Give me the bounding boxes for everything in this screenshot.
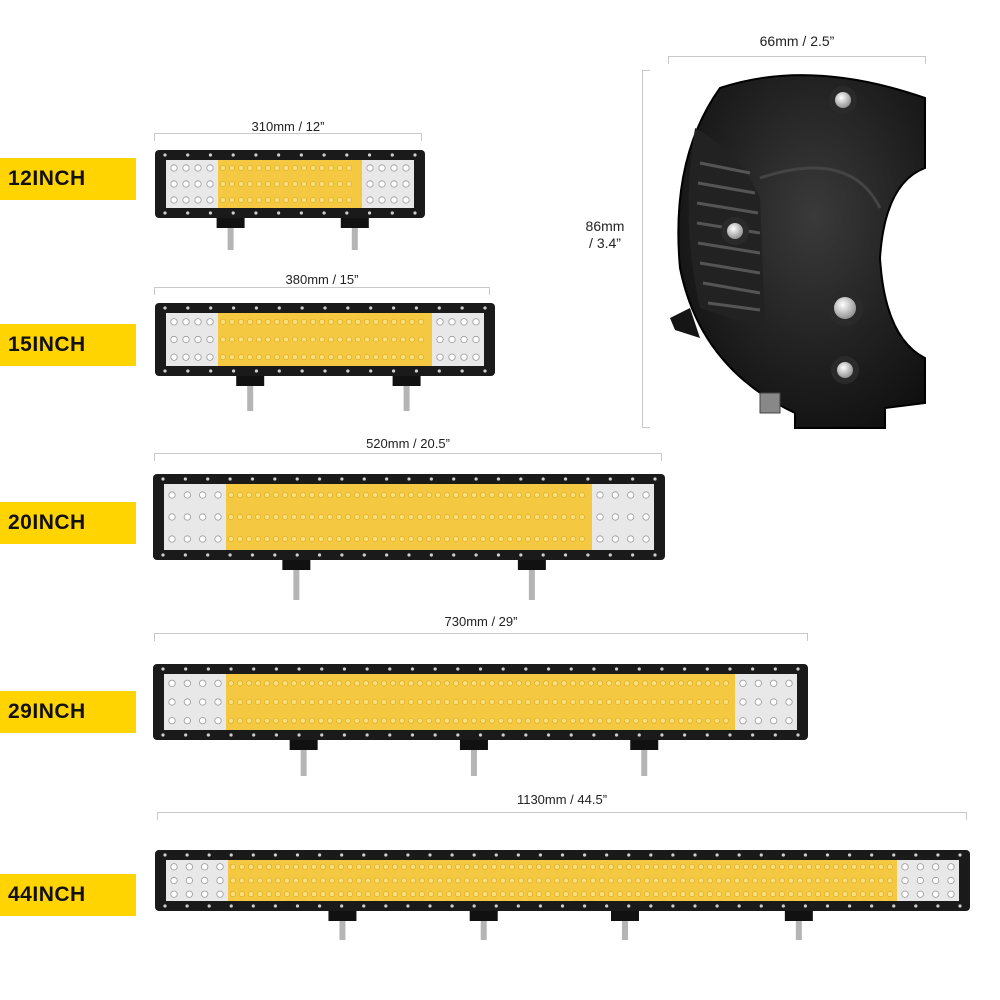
mount-bolt <box>528 570 535 600</box>
side-height-mm: 86mm <box>585 218 625 234</box>
side-height-label: 86mm / 3.4” <box>570 218 640 252</box>
dimension-label-20inch: 520mm / 20.5” <box>366 436 450 451</box>
side-width-line <box>668 56 926 64</box>
dimension-label-44inch: 1130mm / 44.5” <box>516 792 608 807</box>
dimension-line-15inch <box>154 287 490 295</box>
mount-bolt <box>621 921 628 940</box>
size-tag-20inch: 20INCH <box>0 502 136 544</box>
light-bar-12inch <box>155 150 425 250</box>
size-tag-44inch: 44INCH <box>0 874 136 916</box>
mount-bolt <box>403 386 410 411</box>
dimension-line-29inch <box>154 633 808 641</box>
light-bar-29inch <box>153 664 808 776</box>
size-tag-12inch: 12INCH <box>0 158 136 200</box>
side-height-line <box>642 70 650 428</box>
dimension-label-15inch: 380mm / 15” <box>285 272 359 287</box>
mount-bolt <box>300 750 307 776</box>
light-bar-20inch <box>153 474 665 600</box>
amber-lens <box>228 860 897 901</box>
dimension-line-44inch <box>157 812 967 820</box>
dimension-label-12inch: 310mm / 12” <box>251 119 325 134</box>
dimension-line-12inch <box>154 133 422 141</box>
light-bar-15inch <box>155 303 495 411</box>
side-view-housing <box>670 74 926 429</box>
mount-bolt <box>227 228 234 250</box>
size-tag-29inch: 29INCH <box>0 691 136 733</box>
mount-bolt <box>351 228 358 250</box>
mount-bolt <box>293 570 300 600</box>
side-width-label: 66mm / 2.5” <box>759 33 835 49</box>
dimension-label-29inch: 730mm / 29” <box>444 614 518 629</box>
mount-bolt <box>480 921 487 940</box>
mount-bolt <box>247 386 254 411</box>
dimension-line-20inch <box>154 453 662 461</box>
mount-bolt <box>641 750 648 776</box>
light-bar-44inch <box>155 850 970 940</box>
size-tag-15inch: 15INCH <box>0 324 136 366</box>
side-height-inch: / 3.4” <box>589 235 621 251</box>
mount-bolt <box>470 750 477 776</box>
mount-bolt <box>795 921 802 940</box>
mount-bolt <box>339 921 346 940</box>
